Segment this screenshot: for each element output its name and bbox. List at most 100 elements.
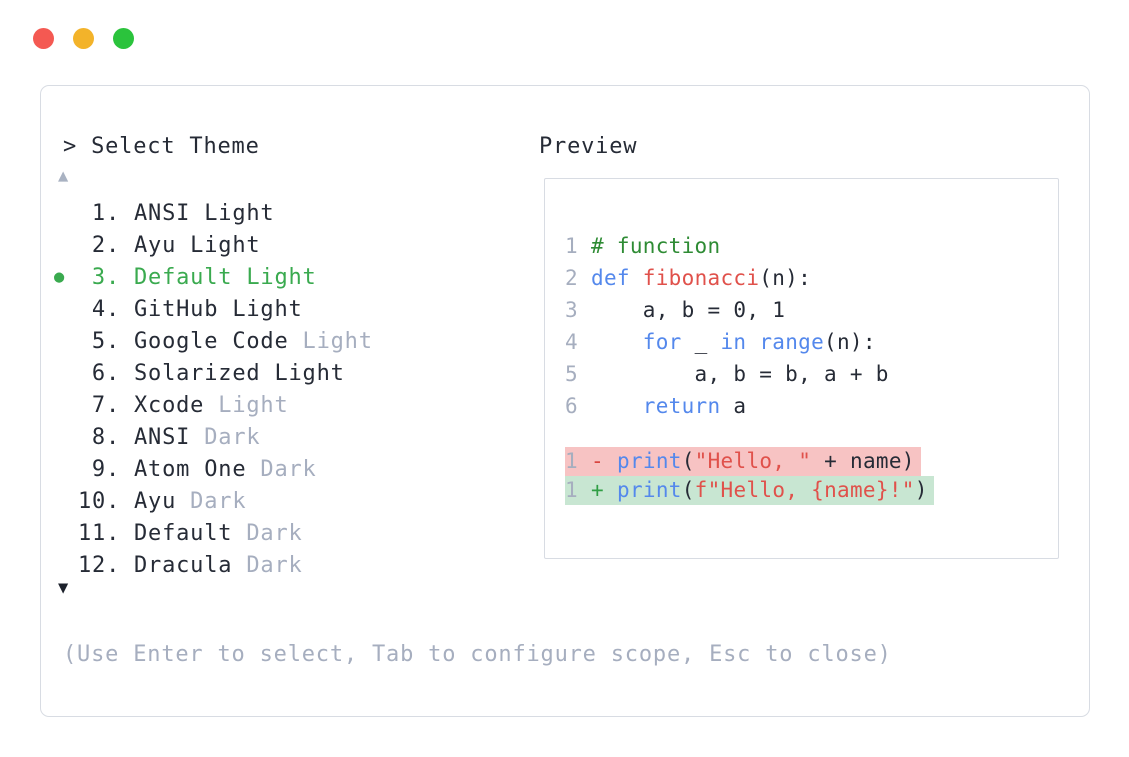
line-number: 1 xyxy=(565,478,578,502)
theme-name: Dracula xyxy=(134,552,233,578)
theme-name: ANSI xyxy=(134,424,191,450)
line-number: 4 xyxy=(565,330,578,354)
theme-label: ANSI Light xyxy=(134,201,274,226)
code-token: a, b = 0, 1 xyxy=(591,298,786,322)
theme-number: 4. xyxy=(91,296,120,322)
zoom-button-icon[interactable] xyxy=(113,28,134,49)
code-token: + name) xyxy=(811,449,915,473)
scroll-up-icon[interactable]: ▲ xyxy=(58,166,69,186)
code-token: (n): xyxy=(824,330,876,354)
code-token: def xyxy=(591,266,630,290)
theme-number: 3. xyxy=(91,264,120,290)
theme-item[interactable]: 11. Default Dark xyxy=(54,517,373,549)
code-line: 1 # function xyxy=(565,230,1058,262)
theme-selector-panel: > Select Theme ▲ 1. ANSI Light 2.Ayu Light… xyxy=(40,85,1090,717)
code-token: a, b = b, a + b xyxy=(591,362,889,386)
code-token xyxy=(630,266,643,290)
theme-variant: Dark xyxy=(190,424,261,450)
theme-name: Default xyxy=(134,264,233,290)
code-token: range xyxy=(759,330,825,354)
diff-highlight: 1-print("Hello, " + name) xyxy=(565,447,921,476)
theme-variant: Light xyxy=(218,296,303,322)
theme-number: 11. xyxy=(78,520,121,546)
theme-item[interactable]: 4. GitHub Light xyxy=(54,293,373,325)
theme-number: 10. xyxy=(78,488,121,514)
code-token: return xyxy=(642,394,721,418)
theme-variant: Light xyxy=(232,264,317,290)
code-token: _ xyxy=(681,330,721,354)
scroll-down-icon[interactable]: ▼ xyxy=(58,578,69,598)
theme-name: Default xyxy=(134,520,233,546)
code-line: 4 for _ in range(n): xyxy=(565,326,1058,358)
line-number: 6 xyxy=(565,394,578,418)
theme-variant: Light xyxy=(260,360,345,386)
theme-label: Atom One Dark xyxy=(134,457,317,482)
theme-variant: Dark xyxy=(246,456,317,482)
theme-name: Xcode xyxy=(134,392,205,418)
theme-item[interactable]: ●3.Default Light xyxy=(54,261,373,293)
theme-name: Ayu xyxy=(134,488,177,514)
diff-line-added: 1 + print(f"Hello, {name}!") xyxy=(565,476,1058,505)
theme-item[interactable]: 6. Solarized Light xyxy=(54,357,373,389)
theme-label: Solarized Light xyxy=(134,361,345,386)
theme-item[interactable]: 5. Google Code Light xyxy=(54,325,373,357)
theme-label: Default Dark xyxy=(134,521,303,546)
theme-variant: Dark xyxy=(232,520,303,546)
diff-highlight: 1 + print(f"Hello, {name}!") xyxy=(565,476,934,505)
code-token: ( xyxy=(681,449,695,473)
plus-icon: + xyxy=(591,478,604,502)
close-button-icon[interactable] xyxy=(33,28,54,49)
theme-item[interactable]: 1. ANSI Light xyxy=(54,197,373,229)
minimize-button-icon[interactable] xyxy=(73,28,94,49)
code-token: f"Hello, {name}!" xyxy=(694,478,915,502)
theme-number: 1. xyxy=(91,200,120,226)
code-token: print xyxy=(617,478,682,502)
theme-variant: Light xyxy=(190,200,275,226)
code-token xyxy=(746,330,759,354)
code-token xyxy=(591,394,643,418)
theme-name: Atom One xyxy=(134,456,247,482)
code-token: print xyxy=(617,449,682,473)
code-line: 3 a, b = 0, 1 xyxy=(565,294,1058,326)
line-number: 1 xyxy=(565,234,578,258)
line-number: 2 xyxy=(565,266,578,290)
theme-label: Xcode Light xyxy=(134,393,289,418)
theme-item[interactable]: 9.Atom One Dark xyxy=(54,453,373,485)
code-token: a xyxy=(720,394,747,418)
theme-number: 5. xyxy=(91,328,120,354)
theme-variant: Dark xyxy=(176,488,247,514)
theme-label: Ayu Dark xyxy=(134,489,246,514)
code-token: ) xyxy=(914,478,928,502)
line-number: 3 xyxy=(565,298,578,322)
theme-label: Default Light xyxy=(134,265,317,290)
theme-name: ANSI xyxy=(134,200,191,226)
theme-number: 12. xyxy=(78,552,121,578)
theme-variant: Light xyxy=(288,328,373,354)
theme-name: GitHub xyxy=(134,296,219,322)
theme-number: 7. xyxy=(91,392,120,418)
code-token: "Hello, " xyxy=(694,449,812,473)
select-theme-prompt: > Select Theme xyxy=(63,134,260,159)
theme-item[interactable]: 12. Dracula Dark xyxy=(54,549,373,581)
code-line: 5 a, b = b, a + b xyxy=(565,358,1058,390)
diff-preview: 1-print("Hello, " + name)1+print(f"Hello… xyxy=(565,447,1058,505)
theme-number: 6. xyxy=(91,360,120,386)
theme-item[interactable]: 10. Ayu Dark xyxy=(54,485,373,517)
theme-label: ANSI Dark xyxy=(134,425,260,450)
theme-number: 8. xyxy=(91,424,120,450)
code-token: # function xyxy=(591,234,721,258)
theme-item[interactable]: 7. Xcode Light xyxy=(54,389,373,421)
theme-label: Ayu Light xyxy=(134,233,260,258)
line-number: 5 xyxy=(565,362,578,386)
window-controls xyxy=(33,28,134,49)
theme-item[interactable]: 2.Ayu Light xyxy=(54,229,373,261)
code-token: for xyxy=(642,330,682,354)
theme-variant: Dark xyxy=(232,552,303,578)
theme-item[interactable]: 8. ANSI Dark xyxy=(54,421,373,453)
code-token: ( xyxy=(681,478,695,502)
help-text: (Use Enter to select, Tab to configure s… xyxy=(63,642,892,667)
theme-label: Google Code Light xyxy=(134,329,373,354)
